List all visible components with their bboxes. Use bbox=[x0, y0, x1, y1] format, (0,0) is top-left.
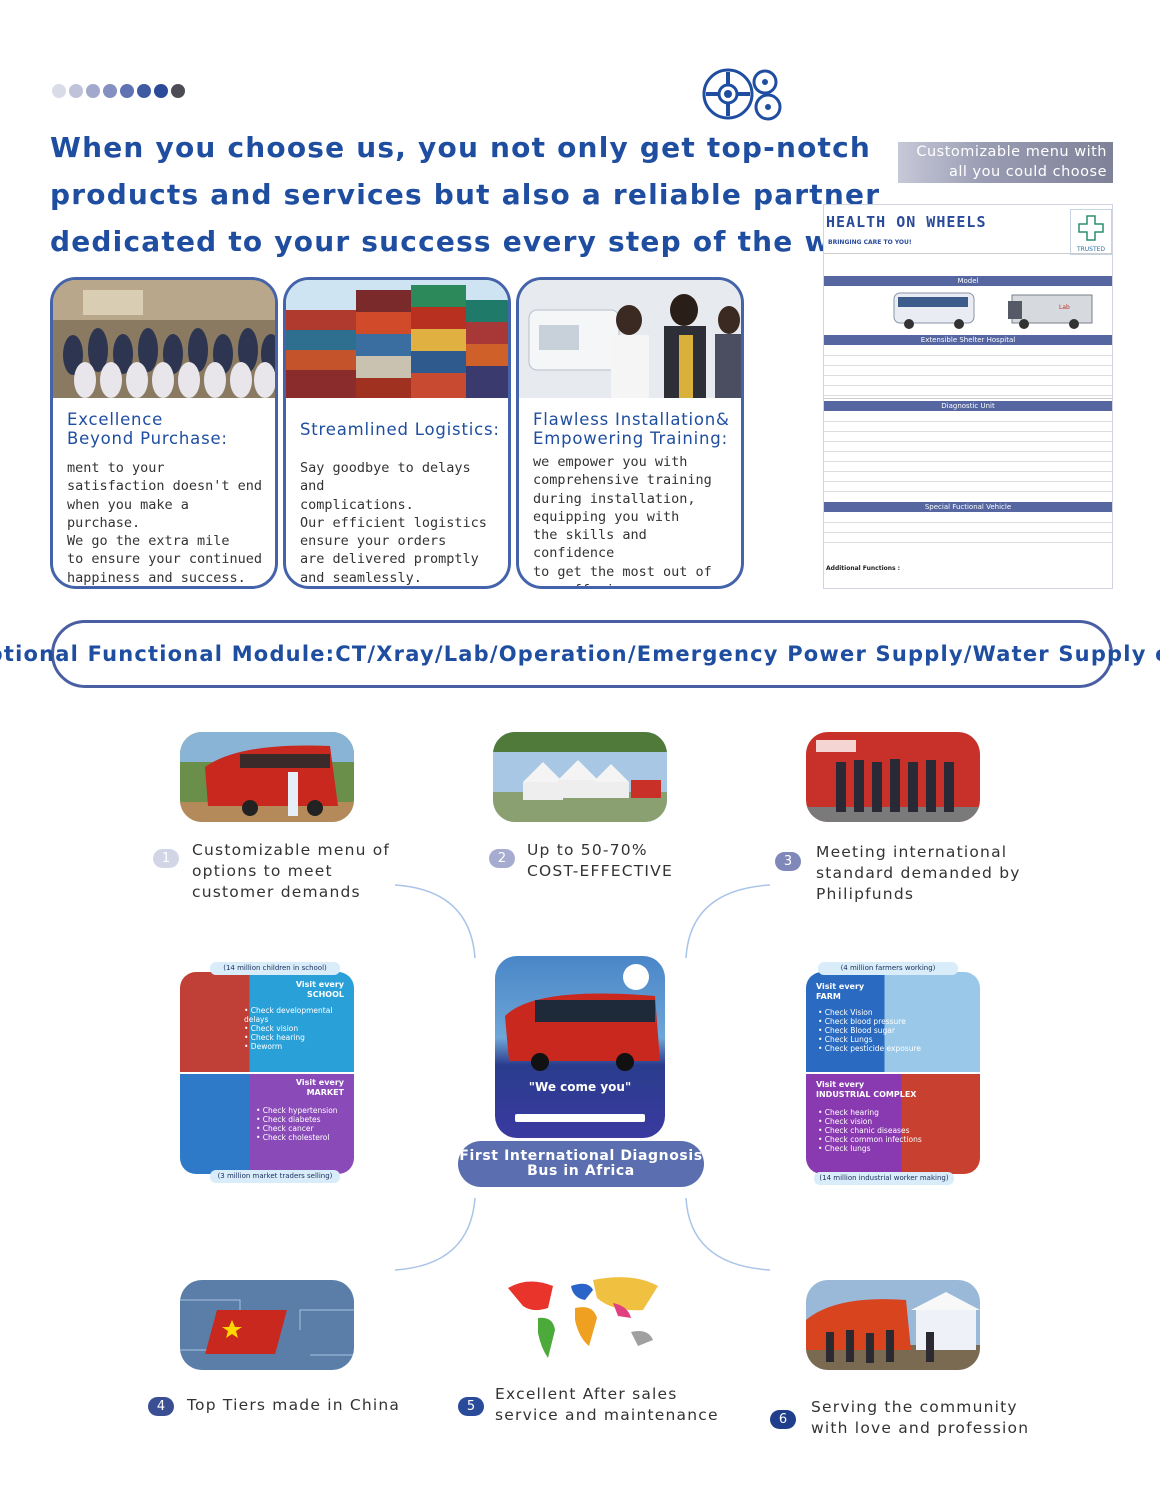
market-badge: (3 million market traders selling) bbox=[210, 1170, 340, 1183]
feature-number-badge: 4 bbox=[148, 1397, 174, 1416]
tag-line-2: all you could choose bbox=[948, 164, 1107, 180]
form-section-model: Model bbox=[824, 276, 1112, 286]
headline-line-3: dedicated to your success every step of … bbox=[50, 225, 871, 258]
form-rows bbox=[824, 412, 1112, 500]
market-panel bbox=[180, 1074, 354, 1174]
feature-number-badge: 1 bbox=[153, 849, 179, 868]
industrial-panel bbox=[806, 1074, 980, 1174]
card-logistics: Streamlined Logistics: Say goodbye to de… bbox=[283, 277, 511, 589]
decorative-dots bbox=[52, 84, 185, 98]
farm-industrial-poster: (4 million farmers working) Visit every … bbox=[806, 962, 980, 1185]
center-bus-poster: "We come you" bbox=[495, 956, 665, 1138]
industrial-badge: (14 million industrial worker making) bbox=[814, 1172, 954, 1185]
form-brand: HEALTH ON WHEELS bbox=[826, 213, 987, 231]
form-rows bbox=[824, 513, 1112, 543]
card-installation: Flawless Installation& Empowering Traini… bbox=[516, 277, 744, 589]
tag-line-1: Customizable menu with bbox=[916, 144, 1107, 160]
trusted-logo: TRUSTED bbox=[1070, 209, 1112, 255]
poster-url-bar bbox=[515, 1114, 645, 1122]
containers-image bbox=[286, 280, 508, 398]
optional-module-banner: Optional Functional Module:CT/Xray/Lab/O… bbox=[0, 620, 1160, 688]
cross-icon bbox=[1078, 215, 1104, 241]
feature-label: Customizable menu of options to meet cus… bbox=[192, 841, 391, 901]
center-label: First International Diagnosis Bus in Afr… bbox=[458, 1141, 704, 1187]
logo-text: TRUSTED bbox=[1076, 246, 1106, 253]
farm-heading: Visit every FARM bbox=[816, 982, 865, 1001]
feature-label: Up to 50-70% COST-EFFECTIVE bbox=[527, 841, 673, 880]
customizable-menu-tag: Customizable menu with all you could cho… bbox=[898, 142, 1113, 183]
card-excellence: Excellence Beyond Purchase: ment to your… bbox=[50, 277, 278, 589]
philips-team-photo bbox=[806, 732, 980, 822]
headline-line-1: When you choose us, you not only get top… bbox=[50, 131, 872, 164]
card-text: Say goodbye to delays and complications.… bbox=[300, 460, 487, 586]
tents-event-photo bbox=[493, 732, 667, 822]
china-chip-image bbox=[180, 1280, 354, 1370]
order-form-menu: HEALTH ON WHEELS BRINGING CARE TO YOU! T… bbox=[823, 204, 1113, 589]
form-additional: Additional Functions : bbox=[826, 565, 901, 572]
school-badge: (14 million children in school) bbox=[210, 962, 340, 975]
headline-line-2: products and services but also a reliabl… bbox=[50, 178, 881, 211]
industrial-heading: Visit every INDUSTRIAL COMPLEX bbox=[816, 1080, 917, 1099]
poster-slogan: "We come you" bbox=[528, 1080, 632, 1094]
card-title: Streamlined Logistics: bbox=[300, 420, 500, 439]
industrial-checklist: • Check hearing • Check vision • Check c… bbox=[818, 1108, 922, 1153]
red-bus-image bbox=[505, 993, 660, 1071]
feature-number-badge: 5 bbox=[458, 1397, 484, 1416]
community-event-photo bbox=[806, 1280, 980, 1370]
group-photo-image bbox=[53, 280, 275, 398]
school-panel bbox=[180, 972, 354, 1072]
mobile-clinic-photo bbox=[180, 732, 354, 822]
feature-label: Serving the community with love and prof… bbox=[811, 1398, 1030, 1437]
card-text: we empower you with comprehensive traini… bbox=[533, 454, 712, 586]
training-photo-image bbox=[519, 280, 741, 398]
card-title: Excellence Beyond Purchase: bbox=[67, 410, 228, 448]
card-title: Flawless Installation& Empowering Traini… bbox=[533, 410, 730, 448]
market-heading: Visit every MARKET bbox=[295, 1078, 344, 1097]
feature-label: Excellent After sales service and mainte… bbox=[495, 1385, 719, 1424]
svg-text:Lab: Lab bbox=[1059, 304, 1070, 311]
form-section-shelter: Extensible Shelter Hospital bbox=[824, 335, 1112, 345]
feature-number-badge: 3 bbox=[775, 852, 801, 871]
headline: When you choose us, you not only get top… bbox=[50, 124, 881, 265]
round-logo-icon bbox=[623, 964, 649, 990]
form-rows bbox=[824, 346, 1112, 399]
form-tagline: BRINGING CARE TO YOU! bbox=[828, 239, 912, 246]
optional-module-text: Optional Functional Module:CT/Xray/Lab/O… bbox=[0, 642, 1160, 666]
farm-badge: (4 million farmers working) bbox=[818, 962, 958, 975]
school-heading: Visit every SCHOOL bbox=[295, 980, 344, 999]
feature-number-badge: 6 bbox=[770, 1410, 796, 1429]
school-checklist: • Check developmental delays • Check vis… bbox=[244, 1006, 333, 1051]
market-checklist: • Check hypertension • Check diabetes • … bbox=[256, 1106, 338, 1142]
vehicle-models-image: Lab bbox=[893, 292, 1093, 329]
world-map-image bbox=[493, 1268, 667, 1368]
feature-label: Top Tiers made in China bbox=[187, 1396, 401, 1414]
school-market-poster: (14 million children in school) Visit ev… bbox=[180, 962, 354, 1184]
form-section-diagnostic: Diagnostic Unit bbox=[824, 401, 1112, 411]
feature-number-badge: 2 bbox=[489, 849, 515, 868]
form-section-special: Special Fuctional Vehicle bbox=[824, 502, 1112, 512]
gears-logo-icon bbox=[702, 68, 782, 121]
farm-panel bbox=[806, 972, 980, 1072]
card-text: ment to your satisfaction doesn't end wh… bbox=[67, 460, 263, 586]
feature-label: Meeting international standard demanded … bbox=[816, 843, 1021, 903]
farm-checklist: • Check Vision • Check blood pressure • … bbox=[818, 1008, 922, 1053]
